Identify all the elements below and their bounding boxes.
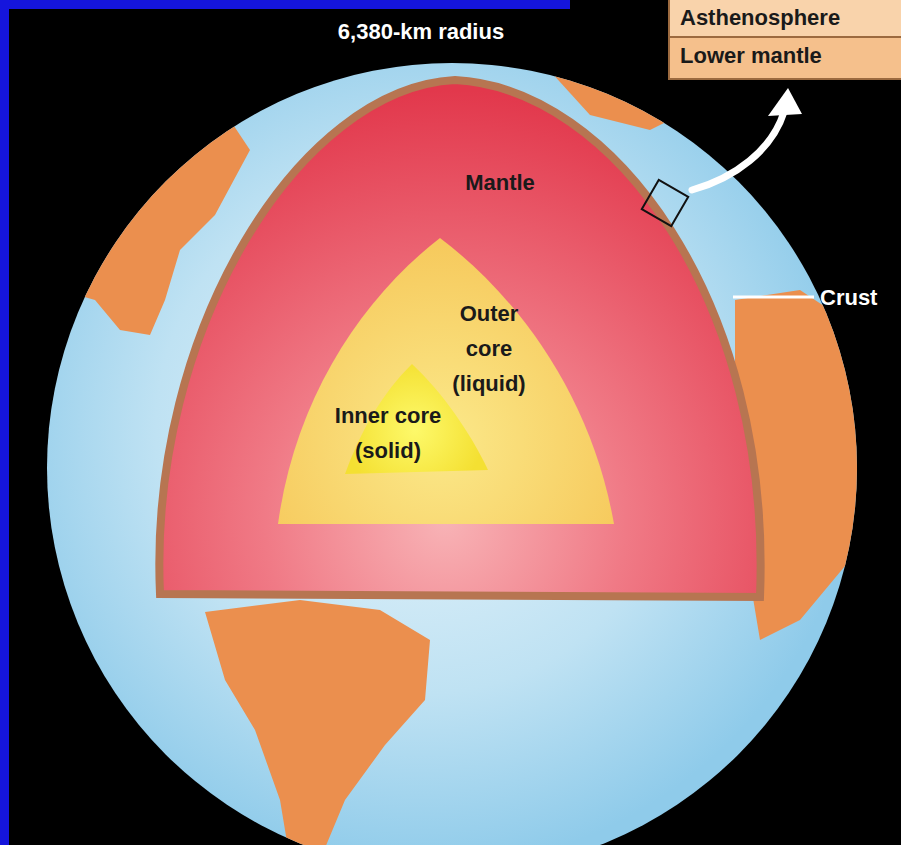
layer-label: Inner core (solid)	[306, 398, 471, 468]
inset-arrowhead	[768, 88, 802, 116]
layer-label: Outer core (liquid)	[435, 296, 543, 401]
dimension-label: 6,380-km radius	[291, 17, 551, 47]
layer-label: Mantle	[435, 168, 565, 198]
inset-marker	[642, 180, 688, 226]
band-label: Asthenosphere	[680, 5, 893, 31]
frame-bar	[0, 0, 570, 9]
inset-band: Lower mantle	[668, 38, 901, 80]
mantle-cutaway	[159, 80, 760, 597]
outer-core	[278, 238, 614, 524]
leader-line	[733, 296, 814, 299]
layer-label: Crust	[820, 283, 896, 313]
inset-band: Asthenosphere	[668, 0, 901, 38]
inset-arrow	[692, 112, 784, 190]
band-label: Lower mantle	[680, 43, 893, 69]
continents	[40, 60, 870, 845]
frame-bar	[0, 0, 9, 845]
